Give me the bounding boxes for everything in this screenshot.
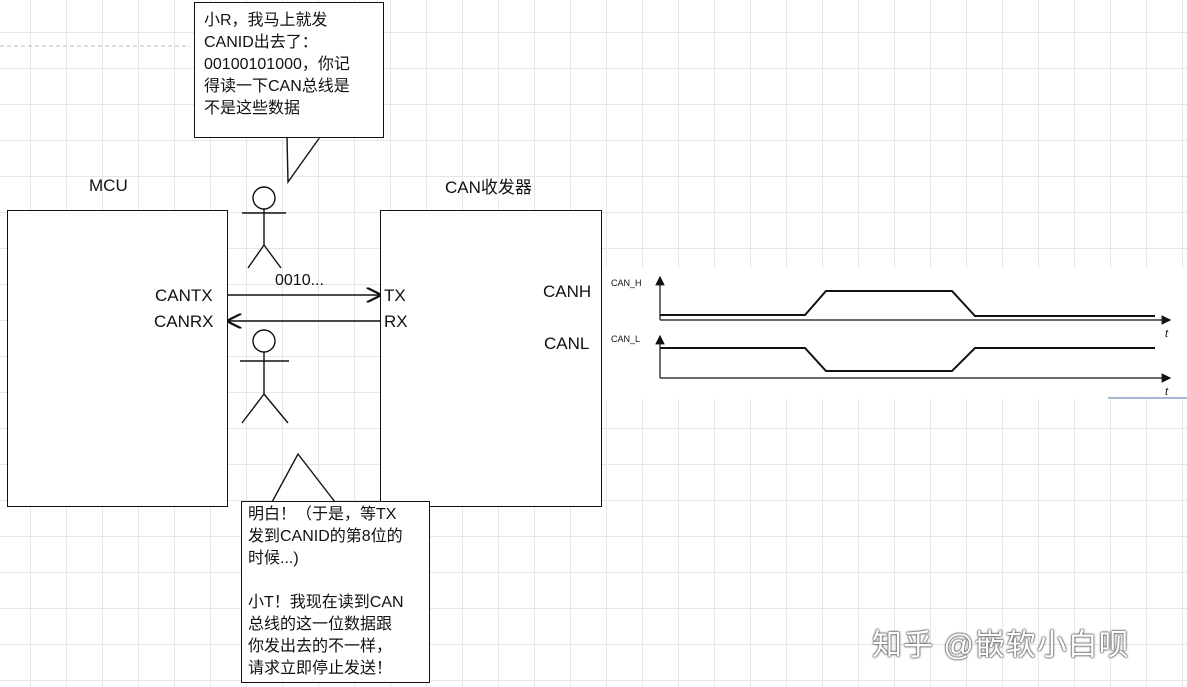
waveform-panel [601,268,1187,399]
mcu-pin-canrx: CANRX [154,312,214,331]
speech-bubble-top-text: 小R，我马上就发 CANID出去了： 00100101000，你记 得读一下CA… [204,12,350,117]
transceiver-block [380,210,602,507]
speech-bubble-bottom: 明白！（于是，等TX 发到CANID的第8位的 时候...) 小T！我现在读到C… [241,501,430,683]
stick-figure-bottom [240,329,289,424]
watermark-logo: 知乎 @嵌软小白呗 [872,629,1130,662]
speech-bubble-bottom-text: 明白！（于是，等TX 发到CANID的第8位的 时候...) 小T！我现在读到C… [248,506,404,677]
mcu-block [7,210,228,507]
bubble-top-tail [286,136,322,185]
transceiver-pin-tx: TX [384,286,406,305]
time-axis-label-l: t [1165,386,1169,398]
transceiver-title: CAN收发器 [445,178,532,197]
mcu-pin-cantx: CANTX [155,286,213,305]
canl-axis-label: CAN_L [611,334,641,344]
speech-bubble-top: 小R，我马上就发 CANID出去了： 00100101000，你记 得读一下CA… [194,2,384,138]
canl-waveform [655,334,1172,383]
stick-figure-top [242,186,286,269]
mcu-title: MCU [89,176,128,195]
bubble-bottom-tail [270,452,337,503]
transceiver-pin-rx: RX [384,312,408,331]
transceiver-pin-canh: CANH [543,282,592,301]
time-axis-label-h: t [1165,328,1169,340]
canh-waveform [655,275,1172,325]
canh-axis-label: CAN_H [611,278,642,288]
transceiver-pin-canl: CANL [544,334,590,353]
tx-bits-label: 0010... [275,272,324,289]
